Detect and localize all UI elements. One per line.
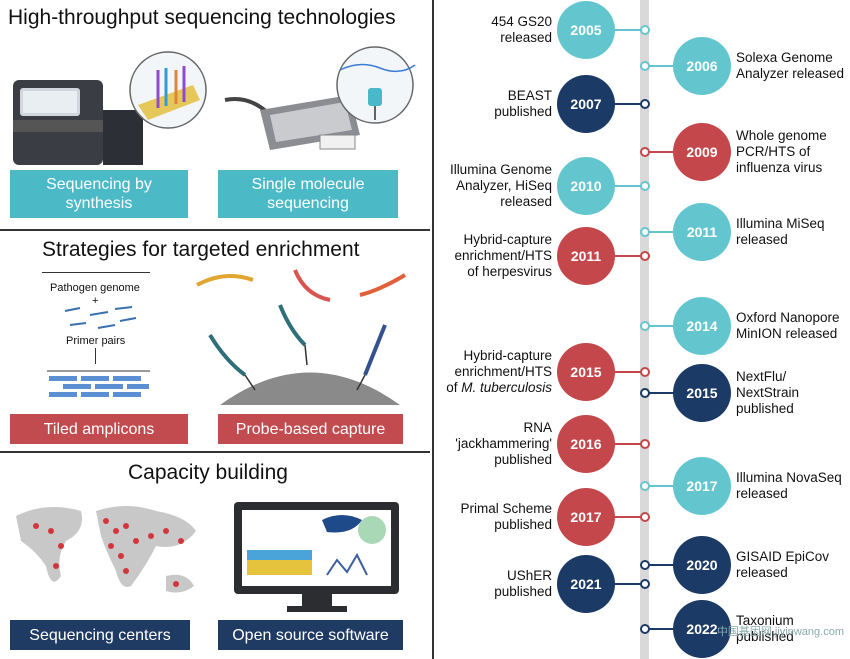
- year-circle-2015: 2015: [557, 343, 615, 401]
- probe-based-capture-box: Probe-based capture: [218, 414, 403, 444]
- genome-line: [42, 272, 150, 273]
- timeline-connector: [586, 443, 645, 445]
- year-circle-2020: 2020: [673, 536, 731, 594]
- timeline-node: [640, 579, 650, 589]
- divider-1: [0, 229, 430, 231]
- primer-pairs-label: Primer pairs: [66, 335, 126, 347]
- timeline-connector: [586, 583, 645, 585]
- year-circle-2005: 2005: [557, 1, 615, 59]
- timeline-node: [640, 25, 650, 35]
- pathogen-genome-label: Pathogen genome: [50, 282, 140, 294]
- open-source-software-box: Open source software: [218, 620, 403, 650]
- timeline-node: [640, 251, 650, 261]
- capacity-title: Capacity building: [128, 461, 288, 484]
- year-circle-2011: 2011: [557, 227, 615, 285]
- primers-illustration: [64, 306, 137, 329]
- timeline-node: [640, 512, 650, 522]
- year-circle-2009: 2009: [673, 123, 731, 181]
- year-circle-2021: 2021: [557, 555, 615, 613]
- watermark: 中国基因网 jiyinwang.com: [716, 626, 844, 638]
- tiled-amplicons-box: Tiled amplicons: [10, 414, 188, 444]
- timeline-connector: [586, 185, 645, 187]
- year-circle-2010: 2010: [557, 157, 615, 215]
- sequencing-centers-box: Sequencing centers: [10, 620, 190, 650]
- timeline-event-text: RNA'jackhammering'published: [455, 420, 552, 467]
- timeline-connector: [586, 516, 645, 518]
- timeline-connector: [586, 29, 645, 31]
- timeline-node: [640, 560, 650, 570]
- timeline-node: [640, 321, 650, 331]
- year-circle-2014: 2014: [673, 297, 731, 355]
- probe-capture-illustration: [196, 269, 407, 405]
- year-circle-2011: 2011: [673, 203, 731, 261]
- timeline-node: [640, 61, 650, 71]
- plus-label: +: [92, 295, 99, 307]
- timeline-node: [640, 624, 650, 634]
- monitor-illustration: [234, 502, 399, 612]
- divider-2: [0, 451, 430, 453]
- timeline-node: [640, 181, 650, 191]
- timeline-node: [640, 481, 650, 491]
- timeline-node: [640, 99, 650, 109]
- world-map-illustration: [16, 506, 196, 593]
- year-circle-2015: 2015: [673, 364, 731, 422]
- year-circle-2007: 2007: [557, 75, 615, 133]
- year-circle-2022: 2022: [673, 600, 731, 658]
- year-circle-2016: 2016: [557, 415, 615, 473]
- timeline-connector: [586, 255, 645, 257]
- timeline-node: [640, 147, 650, 157]
- timeline-node: [640, 227, 650, 237]
- timeline-node: [640, 439, 650, 449]
- timeline-connector: [586, 371, 645, 373]
- sequencer-illustration: [13, 51, 207, 165]
- sequencing-by-synthesis-box: Sequencing by synthesis: [10, 170, 188, 218]
- enrichment-title: Strategies for targeted enrichment: [42, 238, 360, 261]
- nanopore-device-illustration: [224, 46, 416, 150]
- year-circle-2017: 2017: [557, 488, 615, 546]
- single-molecule-sequencing-box: Single molecule sequencing: [218, 170, 398, 218]
- sequencing-title: High-throughput sequencing technologies: [8, 6, 396, 29]
- vertical-divider: [432, 0, 434, 659]
- timeline-node: [640, 388, 650, 398]
- amplicons-illustration: [47, 370, 150, 397]
- arrow-line: [95, 348, 96, 364]
- year-circle-2017: 2017: [673, 457, 731, 515]
- timeline-connector: [586, 103, 645, 105]
- year-circle-2006: 2006: [673, 37, 731, 95]
- timeline-node: [640, 367, 650, 377]
